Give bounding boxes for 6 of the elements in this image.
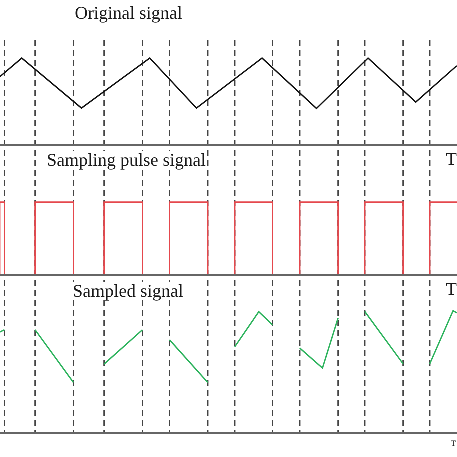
panel-title: Sampling pulse signal <box>47 151 206 169</box>
axis-label: T <box>446 280 457 298</box>
axis-label: T <box>446 150 457 168</box>
panel-title: Original signal <box>75 4 182 22</box>
panel-title: Sampled signal <box>73 282 184 300</box>
axis-label: T <box>451 440 456 448</box>
